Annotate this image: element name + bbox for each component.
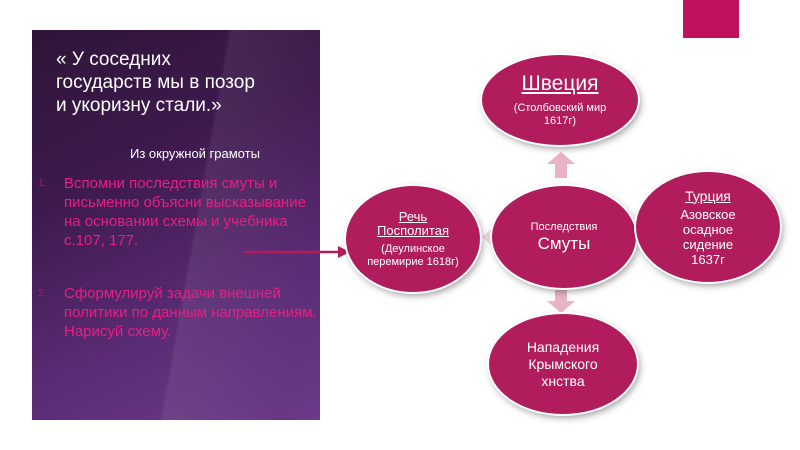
arrow-down-icon <box>547 289 575 313</box>
task-item: 1. Вспомни последствия смуты и письменно… <box>38 174 318 250</box>
task-text: Сформулируй задачи внешней политики по д… <box>64 285 317 340</box>
node-poland: Речь Посполитая (Деулинское перемирие 16… <box>346 186 480 292</box>
task-item: 2. Сформулируй задачи внешней политики п… <box>38 284 318 341</box>
arrow-up-icon <box>547 152 575 178</box>
node-detail: Азовское осадное сидение 1637г <box>680 206 736 267</box>
corner-accent <box>683 0 739 38</box>
arrow-left-icon <box>482 228 492 246</box>
task-number: 2. <box>38 288 47 299</box>
node-center-line1: Последствия <box>530 221 598 233</box>
node-title: Швеция <box>521 72 599 95</box>
node-center-line2: Смуты <box>537 234 591 253</box>
quote-source: Из окружной грамоты <box>130 146 260 161</box>
node-detail: (Деулинское перемирие 1618г) <box>367 242 459 268</box>
task-number: 1. <box>38 178 47 189</box>
task-text: Вспомни последствия смуты и письменно об… <box>64 175 306 249</box>
pointer-arrow <box>243 246 350 258</box>
node-title: Речь Посполитая <box>377 208 449 238</box>
node-detail: (Столбовский мир 1617г) <box>513 102 607 127</box>
node-center: Последствия Смуты <box>492 186 636 288</box>
node-text: Нападения Крымского хнства <box>526 338 600 389</box>
text-panel: « У соседних государств мы в позор и уко… <box>32 30 320 420</box>
node-title: Турция <box>685 187 731 204</box>
node-sweden: Швеция (Столбовский мир 1617г) <box>482 55 638 145</box>
quote-text: « У соседних государств мы в позор и уко… <box>56 49 255 116</box>
node-turkey: Турция Азовское осадное сидение 1637г <box>636 172 780 282</box>
node-crimea: Нападения Крымского хнства <box>489 314 637 414</box>
panel-sheen <box>32 30 320 420</box>
task-list: 1. Вспомни последствия смуты и письменно… <box>38 174 318 341</box>
